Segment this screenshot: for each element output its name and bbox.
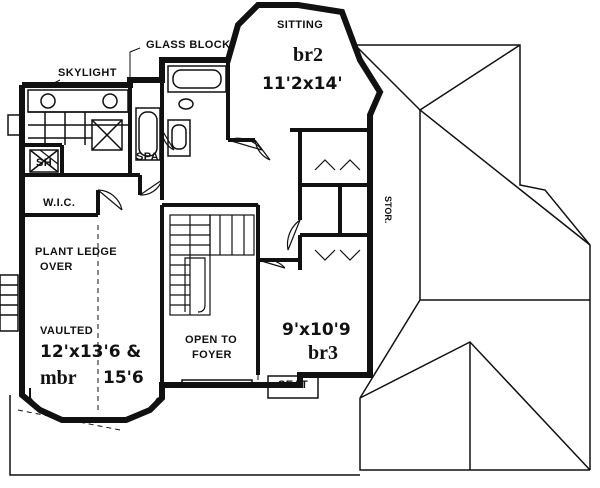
label-sitting: SITTING bbox=[277, 19, 324, 31]
closet-doors bbox=[314, 159, 361, 261]
label-glass-block: GLASS BLOCK bbox=[146, 39, 231, 51]
label-mbr-dimension-line1: 12'x13'6 & bbox=[40, 342, 142, 362]
label-br3-dimension: 9'x10'9 bbox=[282, 320, 351, 340]
exterior-walls bbox=[19, 1, 384, 423]
label-storage: STOR. bbox=[383, 196, 393, 224]
stairs bbox=[169, 214, 255, 316]
dashed-lines bbox=[17, 200, 259, 431]
bath-fixtures bbox=[27, 65, 227, 173]
label-open-to-line1: OPEN TO bbox=[185, 334, 238, 346]
mbr-bay bbox=[29, 388, 159, 411]
label-walk-in-closet: W.I.C. bbox=[43, 197, 76, 209]
label-open-to-line2: FOYER bbox=[192, 349, 232, 361]
doors bbox=[39, 129, 301, 269]
label-br3-name: br3 bbox=[308, 342, 338, 364]
label-skylight: SKYLIGHT bbox=[58, 67, 117, 79]
label-shower: SH bbox=[36, 157, 53, 169]
label-mbr-name: mbr bbox=[40, 367, 77, 389]
leaders bbox=[51, 47, 141, 85]
label-plant-ledge-line1: PLANT LEDGE bbox=[35, 246, 118, 258]
label-plant-ledge-line2: OVER bbox=[40, 261, 73, 273]
label-seat: SEAT bbox=[278, 379, 309, 391]
label-vaulted: VAULTED bbox=[40, 325, 94, 337]
label-br2-dimension: 11'2x14' bbox=[262, 74, 343, 94]
windows bbox=[0, 114, 319, 399]
label-spa: SPA bbox=[136, 151, 160, 163]
label-mbr-dimension-line2: 15'6 bbox=[103, 368, 144, 388]
roof-outline bbox=[9, 44, 591, 476]
label-br2-name: br2 bbox=[293, 44, 323, 66]
